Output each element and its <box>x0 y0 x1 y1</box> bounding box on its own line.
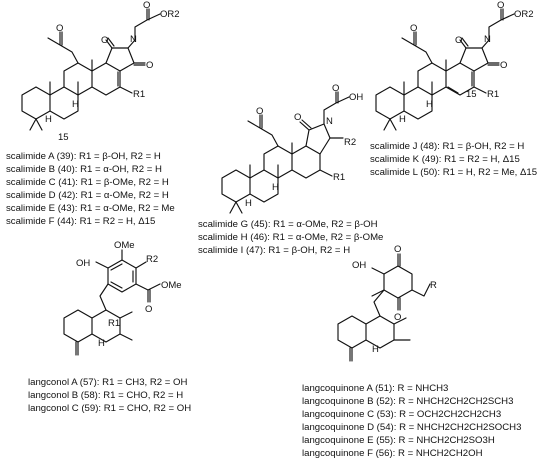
caption-line: langcoquinone A (51): R = NHCH3 <box>302 383 449 394</box>
oh-label-5: OH <box>352 260 366 271</box>
r-label-5: R <box>430 280 437 291</box>
caption-line: scalimide I (47): R1 = β-OH, R2 = H <box>198 245 351 256</box>
langcoquinone-caption: langcoquinone A (51): R = NHCH3 langcoqu… <box>302 382 521 460</box>
scalimide-g-i-bonds <box>221 91 350 214</box>
ome-label-4: OMe <box>114 240 135 251</box>
imide-o-1: O <box>101 35 108 46</box>
caption-line: scalimide H (46): R1 = α-OMe, R2 = β-OMe <box>198 232 384 243</box>
r1-label-4: R1 <box>108 318 120 329</box>
label-15-a: 15 <box>58 132 69 143</box>
caption-line: scalimide B (40): R1 = α-OH, R2 = H <box>6 164 162 175</box>
ome-ester-4: OMe <box>161 280 182 291</box>
acetyl-o-3: O <box>410 23 417 34</box>
scalimide-a-f-caption: scalimide A (39): R1 = β-OH, R2 = H scal… <box>6 150 175 228</box>
quinone-o-bottom: O <box>394 312 401 323</box>
caption-line: scalimide K (49): R1 = R2 = H, Δ15 <box>370 154 520 165</box>
h-label-7: H <box>98 338 105 349</box>
scalimide-a-f-bonds: 15 <box>21 8 161 143</box>
r1-label-1: R1 <box>133 89 145 100</box>
h-label-8: H <box>372 344 379 355</box>
quinone-o-top: O <box>394 244 401 255</box>
caption-line: langcoquinone C (53): R = OCH2CH2CH2CH3 <box>302 409 502 420</box>
h-label-3: H <box>272 182 279 193</box>
caption-line: langcoquinone B (52): R = NHCH2CH2CH2SCH… <box>302 396 514 407</box>
caption-line: langconol A (57): R1 = CH3, R2 = OH <box>28 377 188 388</box>
langcoquinone-bonds <box>337 253 431 362</box>
h-label-2: H <box>45 114 52 125</box>
langconol-bonds <box>63 249 161 356</box>
imide-n-1: N <box>130 34 137 45</box>
caption-line: scalimide F (44): R1 = R2 = H, Δ15 <box>6 216 156 227</box>
caption-line: langcoquinone D (54): R = NHCH2CH2CH2SOC… <box>302 422 522 433</box>
imide-o-3: O <box>294 112 301 123</box>
caption-line: scalimide J (48): R1 = β-OH, R2 = H <box>370 141 525 152</box>
acid-o-2: O <box>332 83 339 94</box>
caption-line: scalimide G (45): R1 = α-OMe, R2 = β-OH <box>198 219 378 230</box>
r1-label-3: R1 <box>487 89 499 100</box>
imide-o-4: O <box>455 35 462 46</box>
scalimide-g-i-caption: scalimide G (45): R1 = α-OMe, R2 = β-OH … <box>198 218 383 257</box>
ester-o-3: O <box>497 0 504 11</box>
ester-o-4: O <box>145 304 152 315</box>
caption-line: langcoquinone E (55): R = NHCH2CH2SO3H <box>302 435 495 446</box>
h-label-6: H <box>399 114 406 125</box>
label-15-b: 15 <box>466 89 477 100</box>
r2-label-4: R2 <box>146 254 158 265</box>
scalimide-j-l-caption: scalimide J (48): R1 = β-OH, R2 = H scal… <box>370 140 537 179</box>
caption-line: langcoquinone F (56): R = NHCH2CH2OH <box>302 448 483 459</box>
ester-or2-1: OR2 <box>160 9 180 20</box>
acetyl-o-1: O <box>56 23 63 34</box>
langconol-caption: langconol A (57): R1 = CH3, R2 = OH lang… <box>28 376 191 415</box>
imide-n-3: N <box>484 34 491 45</box>
imide-o-5: O <box>500 60 507 71</box>
h-label-5: H <box>426 99 433 110</box>
acid-oh-2: OH <box>349 92 363 103</box>
scalimide-j-l-bonds <box>375 8 515 131</box>
caption-line: langconol B (58): R1 = CHO, R2 = H <box>28 390 184 401</box>
ester-or2-3: OR2 <box>514 9 534 20</box>
caption-line: scalimide L (50): R1 = H, R2 = Me, Δ15 <box>370 167 538 178</box>
imide-o-2: O <box>146 60 153 71</box>
h-label-4: H <box>245 198 252 209</box>
r1-label-2: R1 <box>333 172 345 183</box>
caption-line: langconol C (59): R1 = CHO, R2 = OH <box>28 403 192 414</box>
acetyl-o-2: O <box>256 106 263 117</box>
imide-n-2: N <box>326 116 333 127</box>
ester-o-1: O <box>143 0 150 11</box>
r2-label-2: R2 <box>344 137 356 148</box>
oh-label-4: OH <box>76 258 90 269</box>
caption-line: scalimide C (41): R1 = β-OMe, R2 = H <box>6 177 169 188</box>
caption-line: scalimide D (42): R1 = α-OMe, R2 = H <box>6 190 169 201</box>
h-label-1: H <box>72 99 79 110</box>
caption-line: scalimide E (43): R1 = α-OMe, R2 = Me <box>6 203 175 214</box>
caption-line: scalimide A (39): R1 = β-OH, R2 = H <box>6 151 161 162</box>
